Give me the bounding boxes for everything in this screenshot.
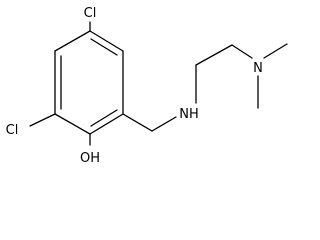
bond-n-to-methyl-top	[263, 43, 288, 59]
benzene-ring	[54, 30, 124, 135]
ring-double-bond-bottom-right	[90, 109, 118, 127]
atom-label-nh: NH	[179, 107, 199, 122]
ring-bond-top-right	[89, 30, 124, 52]
atom-label-oh: OH	[80, 151, 100, 166]
bond-ch2-to-nh	[151, 116, 177, 132]
bond-ring-to-ch2	[122, 113, 153, 132]
molecule-structure-diagram: Cl Cl OH NH N	[6, 6, 288, 166]
atom-label-n: N	[253, 61, 263, 76]
ring-bond-top-left	[54, 30, 91, 52]
ring-double-bond-top-right	[90, 38, 118, 56]
bond-ch2-to-ch2	[195, 44, 233, 66]
atom-label-cl-left: Cl	[6, 123, 19, 138]
bond-to-cl-left	[29, 113, 56, 127]
ring-bond-bottom-left	[54, 113, 91, 135]
ring-bond-bottom-right	[89, 113, 124, 135]
bond-ch2-to-n	[231, 44, 253, 59]
atom-label-cl-top: Cl	[84, 6, 97, 21]
